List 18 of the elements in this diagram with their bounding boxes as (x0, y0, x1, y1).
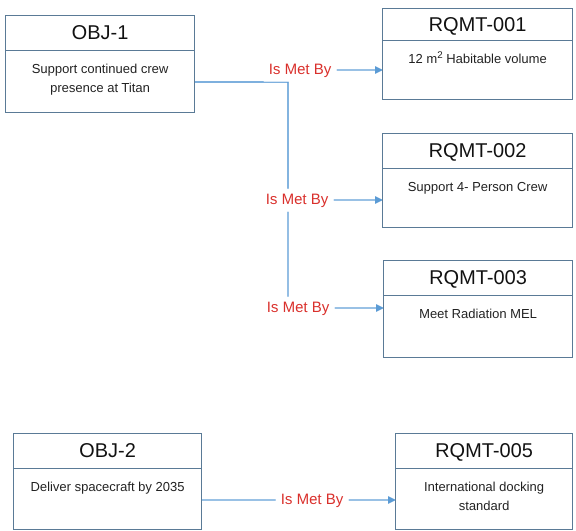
box-description: Support 4- Person Crew (406, 178, 548, 196)
requirement-box (382, 8, 573, 100)
requirement-box (395, 433, 573, 530)
requirement-box (383, 260, 573, 358)
box-description: 12 m$^{2}$ Habitable volume (407, 49, 548, 68)
requirement-box (382, 133, 573, 228)
box-description: Deliver spacecraft by 2035 (30, 478, 186, 496)
box-heading: OBJ-2 (14, 434, 201, 469)
box-heading: RQMT-005 (396, 434, 572, 469)
box-heading: RQMT-001 (383, 9, 572, 41)
box-description: Support continued crew presence at Titan (30, 60, 170, 97)
requirement-box (13, 433, 202, 530)
box-heading: RQMT-002 (383, 134, 572, 169)
box-heading: OBJ-1 (6, 16, 194, 51)
box-heading: RQMT-003 (384, 261, 572, 296)
box-description: International docking standard (423, 478, 545, 515)
box-description: Meet Radiation MEL (418, 305, 538, 323)
requirement-box (5, 15, 195, 113)
